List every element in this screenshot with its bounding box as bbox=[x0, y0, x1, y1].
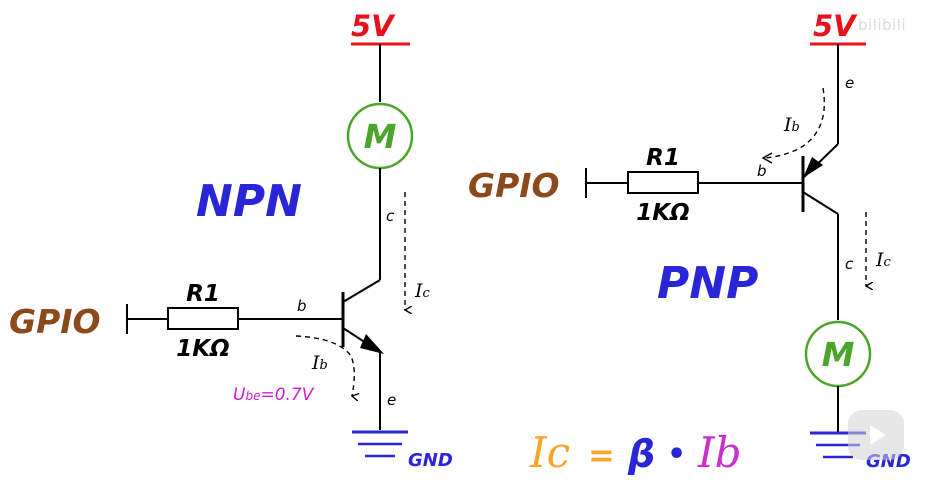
npn-motor-label: M bbox=[364, 117, 397, 156]
npn-title: NPN bbox=[196, 176, 302, 227]
pnp-ib-label: Ib bbox=[783, 114, 800, 136]
pnp-ib-arrowhead bbox=[761, 152, 773, 164]
pnp-supply-label: 5V bbox=[813, 9, 858, 43]
pnp-resistor-value: 1KΩ bbox=[636, 200, 689, 226]
npn-collector-label: c bbox=[386, 207, 395, 225]
npn-ube-label: Ube=0.7V bbox=[233, 385, 315, 405]
pnp-emitter-label: e bbox=[845, 74, 854, 92]
pnp-emitter-arrow bbox=[803, 157, 823, 178]
npn-resistor-value: 1KΩ bbox=[176, 336, 229, 362]
npn-gpio-label: GPIO bbox=[9, 302, 101, 341]
npn-base-label: b bbox=[297, 297, 307, 315]
npn-emitter-label: e bbox=[387, 391, 396, 409]
pnp-resistor-name: R1 bbox=[646, 145, 680, 171]
npn-ic-label: Ic bbox=[414, 280, 431, 302]
play-button[interactable] bbox=[848, 410, 904, 460]
pnp-ib-arrow bbox=[764, 87, 825, 159]
formula-beta: β bbox=[627, 432, 655, 476]
npn-ib-label: Ib bbox=[311, 352, 328, 374]
pnp-ic-label: Ic bbox=[875, 249, 892, 271]
pnp-collector-label: c bbox=[845, 255, 854, 273]
npn-emitter-arrow bbox=[360, 334, 384, 354]
pnp-circuit: 5V M GPIO R1 1KΩ b e c PNP Ib Ic bbox=[468, 9, 911, 472]
npn-circuit: 5V M GPIO R1 1KΩ b c e NPN Ic Ib Ube bbox=[9, 9, 453, 471]
pnp-title: PNP bbox=[657, 258, 758, 309]
npn-gnd-label: GND bbox=[408, 450, 453, 471]
current-gain-formula: Ic = β • Ib bbox=[529, 428, 741, 477]
pnp-collector-lead bbox=[802, 191, 839, 215]
pnp-motor-label: M bbox=[822, 335, 855, 374]
pnp-gpio-label: GPIO bbox=[468, 166, 560, 205]
npn-resistor bbox=[167, 307, 239, 330]
watermark-logo: bilibili bbox=[858, 16, 907, 34]
pnp-base-label: b bbox=[757, 162, 767, 180]
formula-dot: • bbox=[667, 437, 686, 472]
npn-resistor-name: R1 bbox=[186, 281, 220, 307]
npn-collector-lead bbox=[342, 279, 381, 303]
npn-ib-arrow bbox=[295, 335, 354, 396]
formula-ib: Ib bbox=[697, 428, 741, 477]
npn-supply-label: 5V bbox=[351, 9, 396, 43]
pnp-resistor bbox=[627, 171, 699, 194]
formula-equals: = bbox=[588, 436, 615, 474]
formula-ic: Ic bbox=[529, 428, 570, 477]
